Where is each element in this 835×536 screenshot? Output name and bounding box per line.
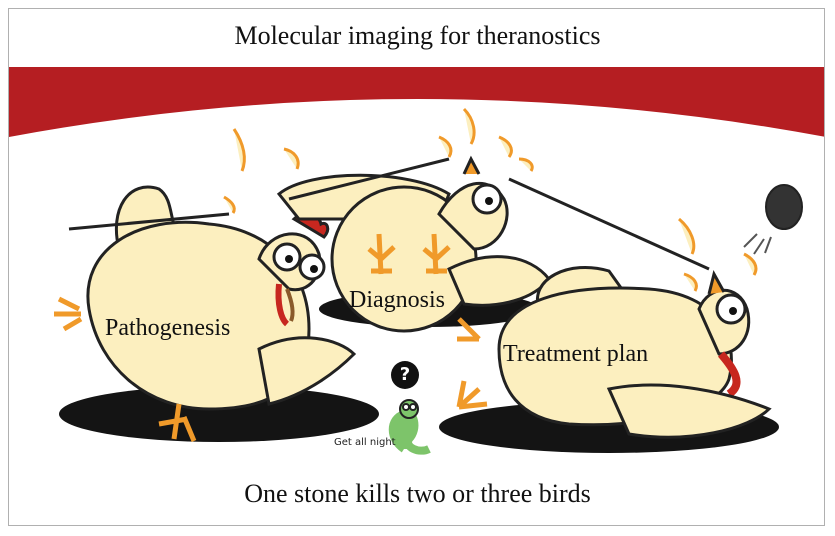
question-mark-bubble: ? bbox=[391, 361, 419, 389]
chicken-right bbox=[456, 177, 772, 439]
worm bbox=[388, 399, 431, 455]
label-treatment-plan: Treatment plan bbox=[503, 341, 649, 367]
figure-title: Molecular imaging for theranostics bbox=[234, 21, 601, 50]
red-banner bbox=[9, 67, 824, 137]
worm-caption: Get all night bbox=[334, 437, 396, 448]
feathers bbox=[223, 107, 758, 292]
chicken-middle bbox=[276, 155, 551, 333]
stone bbox=[743, 184, 803, 255]
shadow-left bbox=[59, 386, 379, 442]
label-diagnosis: Diagnosis bbox=[349, 287, 445, 313]
figure-caption: One stone kills two or three birds bbox=[244, 479, 591, 508]
label-pathogenesis: Pathogenesis bbox=[105, 315, 231, 341]
figure-frame: Molecular imaging for theranostics Patho… bbox=[8, 8, 825, 526]
chicken-left bbox=[54, 185, 357, 442]
illustration bbox=[9, 67, 824, 455]
